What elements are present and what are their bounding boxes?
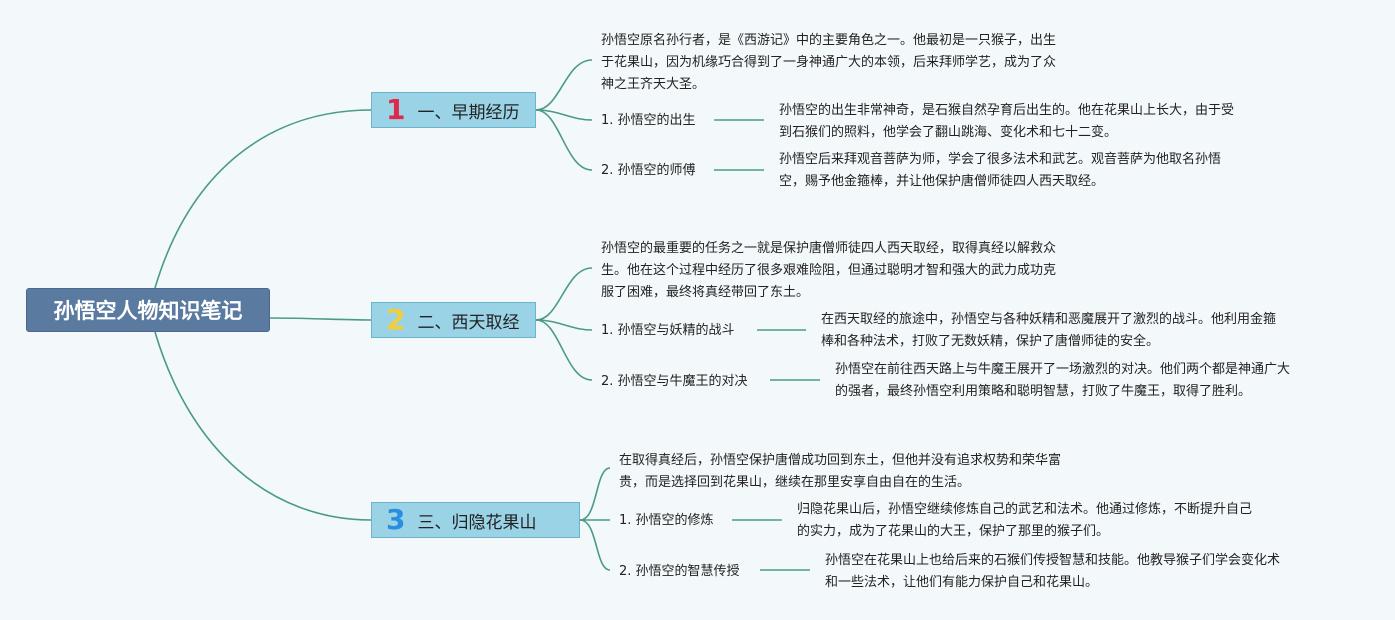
detail-text: 在西天取经的旅途中，孙悟空与各种妖精和恶魔展开了激烈的战斗。他利用金箍 棒和各种… — [821, 309, 1276, 353]
detail-line: 孙悟空后来拜观音菩萨为师，学会了很多法术和武艺。观音菩萨为他取名孙悟 — [779, 152, 1222, 167]
detail-text: 归隐花果山后，孙悟空继续修炼自己的武艺和法术。他通过修炼，不断提升自己 的实力，… — [797, 499, 1252, 543]
detail-line: 孙悟空在花果山上也给后来的石猴们传授智慧和技能。他教导猴子们学会变化术 — [825, 553, 1281, 568]
sub-node-birth[interactable]: 1. 孙悟空的出生 — [601, 113, 696, 128]
branch-label: 一、早期经历 — [417, 102, 520, 123]
intro-line: 生。他在这个过程中经历了很多艰难险阻，但通过聪明才智和强大的武力成功克 — [601, 263, 1057, 278]
intro-text: 孙悟空的最重要的任务之一就是保护唐僧师徒四人西天取经，取得真经以解救众 生。他在… — [601, 238, 1056, 304]
edge-branch-2-sub-2 — [535, 319, 593, 381]
branch-node-return-home[interactable]: 3 三、归隐花果山 — [371, 502, 580, 538]
detail-line: 的实力，成为了花果山的大王，保护了那里的猴子们。 — [797, 524, 1110, 539]
intro-line: 在取得真经后，孙悟空保护唐僧成功回到东土，但他并没有追求权势和荣华富 — [619, 453, 1062, 468]
detail-line: 孙悟空在前往西天路上与牛魔王展开了一场激烈的对决。他们两个都是神通广大 — [835, 362, 1291, 377]
detail-line: 到石猴们的照料，他学会了翻山跳海、变化术和七十二变。 — [779, 125, 1118, 140]
branch-label: 三、归隐花果山 — [417, 512, 537, 533]
branch-node-early-life[interactable]: 1 一、早期经历 — [371, 92, 536, 128]
branch-node-journey-west[interactable]: 2 二、西天取经 — [371, 302, 536, 338]
sub-node-master[interactable]: 2. 孙悟空的师傅 — [601, 163, 696, 178]
detail-text: 孙悟空的出生非常神奇，是石猴自然孕育后出生的。他在花果山上长大，由于受 到石猴们… — [779, 100, 1234, 144]
badge-number-1: 1 — [386, 93, 406, 126]
root-title: 孙悟空人物知识笔记 — [53, 299, 243, 323]
detail-line: 归隐花果山后，孙悟空继续修炼自己的武艺和法术。他通过修炼，不断提升自己 — [797, 502, 1253, 517]
edge-root-branch-2 — [269, 317, 372, 321]
intro-line: 神之王齐天大圣。 — [601, 77, 706, 92]
edge-branch-1-sub-1 — [535, 109, 593, 121]
edge-root-branch-1 — [154, 109, 372, 289]
edge-branch-3-intro — [579, 467, 611, 521]
badge-number-3: 3 — [386, 503, 406, 536]
intro-line: 于花果山，因为机缘巧合得到了一身神通广大的本领，后来拜师学艺，成为了众 — [601, 55, 1057, 70]
badge-number-2: 2 — [386, 303, 406, 336]
branch-label: 二、西天取经 — [417, 312, 520, 333]
detail-text: 孙悟空后来拜观音菩萨为师，学会了很多法术和武艺。观音菩萨为他取名孙悟 空，赐予他… — [779, 149, 1221, 193]
sub-node-wisdom-teaching[interactable]: 2. 孙悟空的智慧传授 — [619, 564, 740, 579]
root-node[interactable]: 孙悟空人物知识笔记 — [26, 288, 270, 332]
detail-line: 孙悟空的出生非常神奇，是石猴自然孕育后出生的。他在花果山上长大，由于受 — [779, 103, 1235, 118]
detail-line: 和一些法术，让他们有能力保护自己和花果山。 — [825, 575, 1099, 590]
detail-line: 在西天取经的旅途中，孙悟空与各种妖精和恶魔展开了激烈的战斗。他利用金箍 — [821, 312, 1277, 327]
edge-branch-2-intro — [535, 267, 593, 321]
detail-line: 空，赐予他金箍棒，并让他保护唐僧师徒四人西天取经。 — [779, 174, 1105, 189]
detail-line: 棒和各种法术，打败了无数妖精，保护了唐僧师徒的安全。 — [821, 334, 1160, 349]
edge-branch-3-sub-2 — [579, 519, 611, 571]
edge-branch-1-intro — [535, 59, 593, 111]
detail-text: 孙悟空在前往西天路上与牛魔王展开了一场激烈的对决。他们两个都是神通广大 的强者，… — [835, 359, 1290, 403]
detail-line: 的强者，最终孙悟空利用策略和聪明智慧，打败了牛魔王，取得了胜利。 — [835, 384, 1252, 399]
sub-node-cultivation[interactable]: 1. 孙悟空的修炼 — [619, 513, 714, 528]
intro-text: 在取得真经后，孙悟空保护唐僧成功回到东土，但他并没有追求权势和荣华富 贵，而是选… — [619, 450, 1061, 494]
intro-line: 孙悟空的最重要的任务之一就是保护唐僧师徒四人西天取经，取得真经以解救众 — [601, 241, 1057, 256]
detail-text: 孙悟空在花果山上也给后来的石猴们传授智慧和技能。他教导猴子们学会变化术 和一些法… — [825, 550, 1280, 594]
sub-node-bull-demon-duel[interactable]: 2. 孙悟空与牛魔王的对决 — [601, 374, 748, 389]
sub-node-demon-battle[interactable]: 1. 孙悟空与妖精的战斗 — [601, 323, 735, 338]
edge-branch-1-sub-2 — [535, 109, 593, 171]
edge-root-branch-3 — [154, 331, 372, 521]
edge-branch-2-sub-1 — [535, 319, 593, 331]
intro-line: 服了困难，最终将真经带回了东土。 — [601, 285, 810, 300]
intro-line: 贵，而是选择回到花果山，继续在那里安享自由自在的生活。 — [619, 475, 971, 490]
intro-line: 孙悟空原名孙行者，是《西游记》中的主要角色之一。他最初是一只猴子，出生 — [601, 33, 1057, 48]
intro-text: 孙悟空原名孙行者，是《西游记》中的主要角色之一。他最初是一只猴子，出生 于花果山… — [601, 30, 1056, 96]
